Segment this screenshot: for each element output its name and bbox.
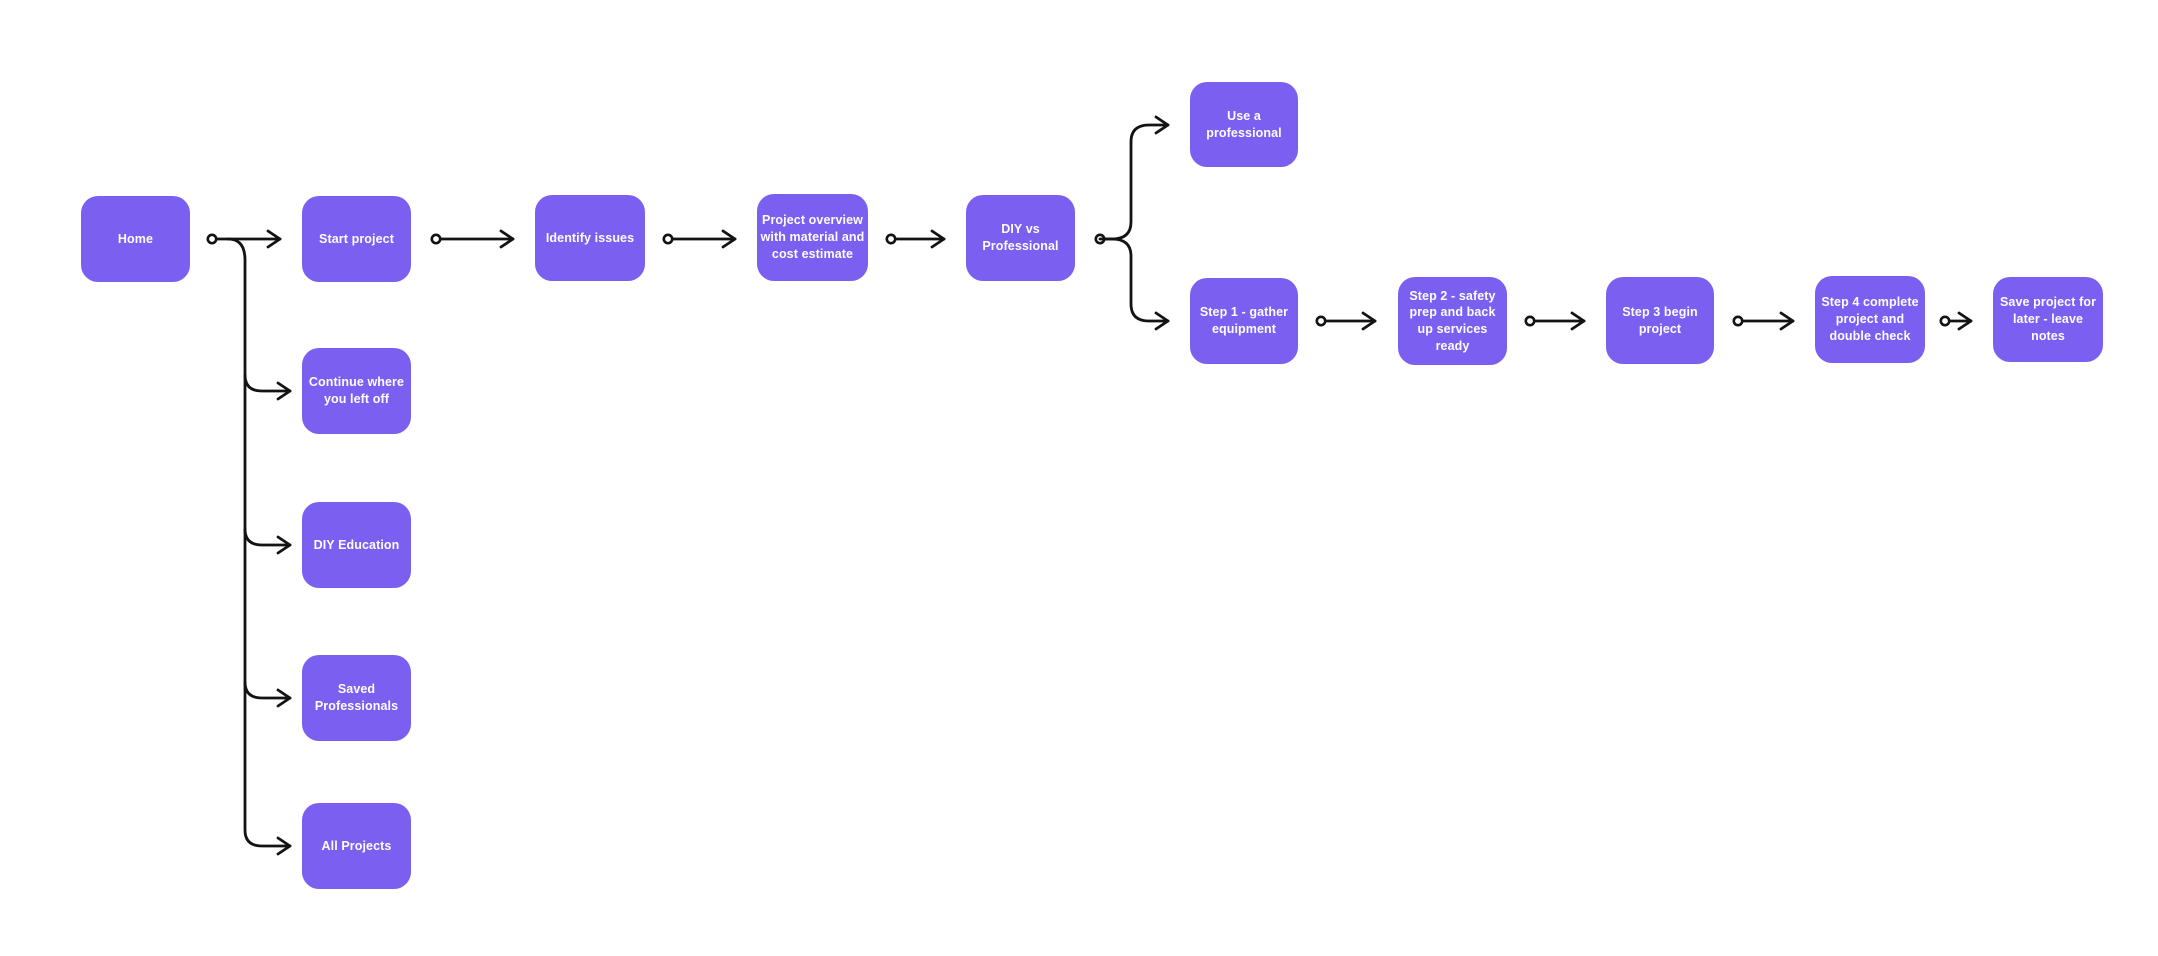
flow-node-label: Identify issues [545,230,635,245]
flow-node-step-1-gather-equipment[interactable]: Step 1 - gather equipment [1190,278,1298,364]
flow-node-label: Use a professional [1206,108,1282,140]
flow-node-label: Step 1 - gather equipment [1199,305,1289,336]
flow-node-saved-professionals[interactable]: Saved Professionals [302,655,411,741]
flow-node-identify-issues[interactable]: Identify issues [535,195,645,281]
edge-branch-to-continue[interactable] [243,373,292,401]
flow-node-start-project[interactable]: Start project [302,196,411,282]
flow-node-continue-where-you-left-off[interactable]: Continue where you left off [302,348,411,434]
flow-node-label: DIY vs Professional [982,222,1059,253]
flow-node-all-projects[interactable]: All Projects [302,803,411,889]
flow-node-step-4-complete-project[interactable]: Step 4 complete project and double check [1815,276,1925,363]
edge-branch-to-diy-education[interactable] [243,527,292,555]
flow-node-label: Start project [319,231,394,246]
flow-node-label: Home [117,231,154,246]
flow-node-label: Saved Professionals [314,682,399,713]
flow-node-label: Project overview with material and cost … [760,213,865,261]
flow-node-label: Save project for later - leave notes [1999,295,2097,343]
flow-node-label: Step 2 - safety prep and back up service… [1409,288,1496,353]
edge-home-trunk-to-all-projects[interactable] [226,237,292,856]
flow-node-step-2-safety-prep[interactable]: Step 2 - safety prep and back up service… [1398,277,1507,365]
flow-node-home[interactable]: Home [81,196,190,282]
flow-node-label: Step 4 complete project and double check [1821,295,1919,343]
flow-node-label: DIY Education [313,537,400,552]
flow-node-project-overview[interactable]: Project overview with material and cost … [757,194,868,281]
flow-node-use-a-professional[interactable]: Use a professional [1190,82,1298,167]
edge-diy-vs-to-step-1[interactable] [1098,237,1170,331]
flow-node-label: Continue where you left off [308,375,405,406]
flow-node-diy-education[interactable]: DIY Education [302,502,411,588]
flow-node-diy-vs-professional[interactable]: DIY vs Professional [966,195,1075,281]
flow-node-save-project-for-later[interactable]: Save project for later - leave notes [1993,277,2103,362]
edge-diy-vs-to-use-a-professional[interactable] [1094,115,1170,245]
edge-branch-to-saved-professionals[interactable] [243,680,292,708]
flow-node-step-3-begin-project[interactable]: Step 3 begin project [1606,277,1714,364]
flow-node-label: All Projects [321,838,392,853]
flow-node-label: Step 3 begin project [1622,304,1698,336]
